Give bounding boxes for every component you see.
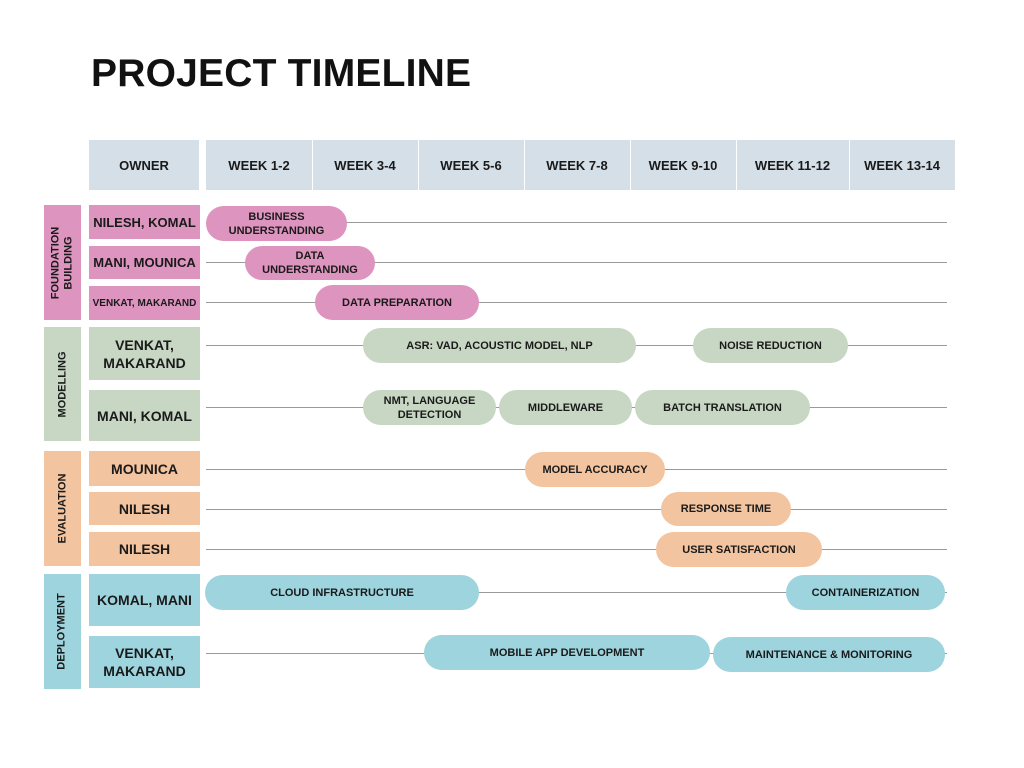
phase-modelling: MODELLING (44, 327, 81, 441)
row-line (206, 302, 947, 303)
owner-cell: VENKAT, MAKARAND (89, 327, 200, 380)
week-header-1: WEEK 1-2 (228, 157, 290, 173)
task-bar-asr: ASR: VAD, ACOUSTIC MODEL, NLP (363, 328, 636, 363)
owner-cell: NILESH (89, 492, 200, 525)
task-bar-cloud-infrastructure: CLOUD INFRASTRUCTURE (205, 575, 479, 610)
task-bar-middleware: MIDDLEWARE (499, 390, 632, 425)
task-bar-batch-translation: BATCH TRANSLATION (635, 390, 810, 425)
row-line (206, 262, 947, 263)
task-bar-data-understanding: DATA UNDERSTANDING (245, 246, 375, 280)
task-bar-business-understanding: BUSINESS UNDERSTANDING (206, 206, 347, 241)
owner-cell: NILESH (89, 532, 200, 566)
row-line (206, 222, 947, 223)
week-divider (312, 140, 313, 190)
week-divider (524, 140, 525, 190)
row-line (206, 509, 947, 510)
phase-label: EVALUATION (56, 473, 68, 544)
task-bar-maintenance-monitoring: MAINTENANCE & MONITORING (713, 637, 945, 672)
page-title: PROJECT TIMELINE (91, 52, 472, 95)
owner-cell: KOMAL, MANI (89, 574, 200, 626)
row-line (206, 549, 947, 550)
task-bar-model-accuracy: MODEL ACCURACY (525, 452, 665, 487)
week-divider (630, 140, 631, 190)
task-bar-data-preparation: DATA PREPARATION (315, 285, 479, 320)
weeks-header (206, 140, 955, 190)
week-header-3: WEEK 5-6 (440, 157, 502, 173)
task-bar-noise-reduction: NOISE REDUCTION (693, 328, 848, 363)
row-line (206, 592, 947, 593)
phase-label: FOUNDATION BUILDING (49, 226, 75, 299)
week-divider (418, 140, 419, 190)
owner-header-label: OWNER (119, 157, 169, 173)
week-header-4: WEEK 7-8 (546, 157, 608, 173)
owner-cell: NILESH, KOMAL (89, 205, 200, 239)
phase-deployment: DEPLOYMENT (44, 574, 81, 689)
week-divider (736, 140, 737, 190)
week-header-6: WEEK 11-12 (754, 157, 831, 173)
task-bar-nmt-language-detection: NMT, LANGUAGE DETECTION (363, 390, 496, 425)
task-bar-containerization: CONTAINERIZATION (786, 575, 945, 610)
task-bar-user-satisfaction: USER SATISFACTION (656, 532, 822, 567)
owner-cell: MANI, KOMAL (89, 390, 200, 441)
week-header-7: WEEK 13-14 (864, 157, 940, 173)
owner-cell: VENKAT, MAKARAND (89, 636, 200, 688)
task-bar-response-time: RESPONSE TIME (661, 492, 791, 526)
owner-header: OWNER (89, 140, 199, 190)
owner-cell: MANI, MOUNICA (89, 246, 200, 279)
week-header-5: WEEK 9-10 (648, 157, 718, 173)
week-header-2: WEEK 3-4 (334, 157, 396, 173)
week-divider (849, 140, 850, 190)
phase-evaluation: EVALUATION (44, 451, 81, 566)
task-bar-mobile-app-development: MOBILE APP DEVELOPMENT (424, 635, 710, 670)
owner-cell: VENKAT, MAKARAND (89, 286, 200, 320)
owner-cell: MOUNICA (89, 451, 200, 486)
phase-label: DEPLOYMENT (56, 593, 68, 670)
phase-label: MODELLING (56, 351, 68, 417)
phase-foundation-building: FOUNDATION BUILDING (44, 205, 81, 320)
